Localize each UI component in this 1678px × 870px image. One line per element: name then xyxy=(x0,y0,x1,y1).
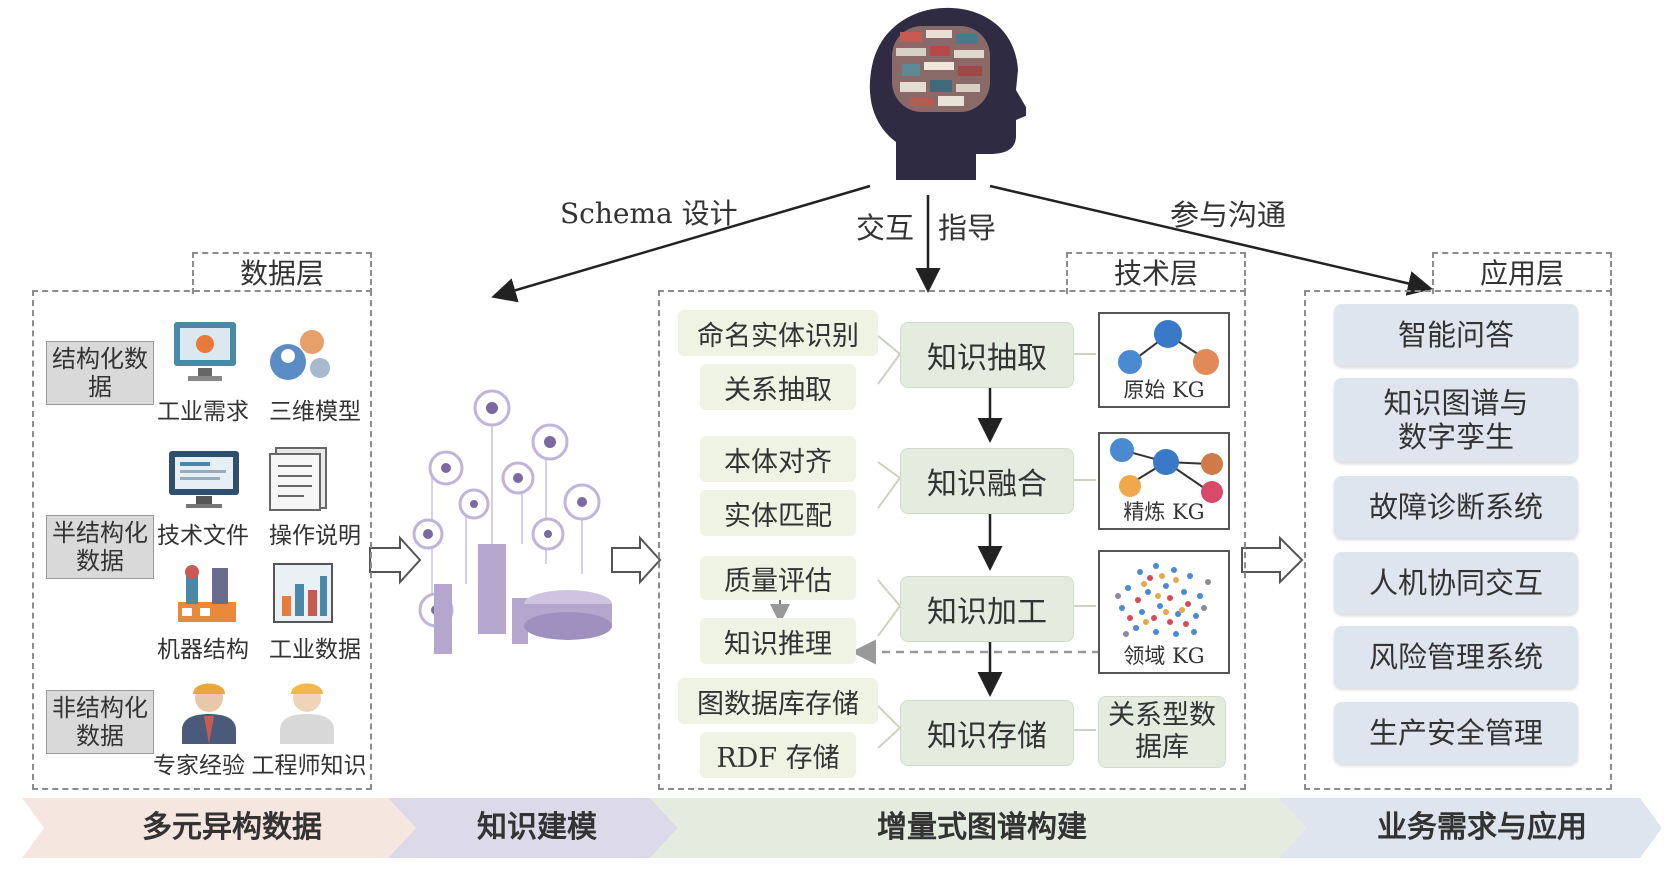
app-item-diagnosis: 故障诊断系统 xyxy=(1334,476,1578,538)
data-item-1: 三维模型 xyxy=(269,399,361,425)
participate-arrow xyxy=(989,184,1433,296)
raw-kg-label: 原始 KG xyxy=(1123,378,1205,402)
semi-structured-label: 半结构化数据 xyxy=(46,515,154,579)
data-item-0: 工业需求 xyxy=(157,399,249,425)
bottom-seg-bg-0 xyxy=(22,798,416,858)
data-item-4: 机器结构 xyxy=(157,637,249,663)
flow-arrow-1 xyxy=(369,535,422,585)
domain-kg-box: 领域 KG xyxy=(1098,550,1230,674)
tech-layer-tab: 技术层 xyxy=(1066,252,1246,294)
unstructured-label: 非结构化数据 xyxy=(46,690,154,754)
bottom-seg-0: 多元异构数据 xyxy=(142,810,322,845)
data-item-5: 工业数据 xyxy=(269,637,361,663)
data-item-2: 技术文件 xyxy=(157,523,249,549)
app-layer-panel xyxy=(1304,290,1612,790)
tech-input-graph-db: 图数据库存储 xyxy=(678,678,878,724)
participate-label: 参与沟通 xyxy=(1170,198,1287,232)
step-storage: 知识存储 xyxy=(900,700,1074,766)
data-item-7: 工程师知识 xyxy=(251,753,367,779)
bottom-process-bar xyxy=(22,798,1662,858)
app-layer-tab: 应用层 xyxy=(1432,252,1612,294)
tech-input-rdf: RDF 存储 xyxy=(700,732,856,778)
knowledge-modeling-graphic xyxy=(412,389,612,654)
tech-input-relation: 关系抽取 xyxy=(700,364,856,410)
tech-input-quality: 质量评估 xyxy=(700,556,856,600)
app-item-hci: 人机协同交互 xyxy=(1334,552,1578,614)
interact-label: 交互 xyxy=(856,211,915,245)
tech-input-ontology: 本体对齐 xyxy=(700,436,856,482)
step-extraction: 知识抽取 xyxy=(900,322,1074,388)
monitor-icon xyxy=(174,322,236,381)
flow-arrow-3 xyxy=(1241,535,1304,585)
flow-arrow-2 xyxy=(611,535,662,585)
app-item-kg-twin: 知识图谱与数字孪生 xyxy=(1334,378,1578,462)
human-head-icon xyxy=(869,7,1026,180)
tech-input-reasoning: 知识推理 xyxy=(700,618,856,664)
bottom-seg-bg-3 xyxy=(1278,798,1662,858)
machine-icon xyxy=(178,565,236,622)
app-item-safety: 生产安全管理 xyxy=(1334,702,1578,764)
app-item-qa: 智能问答 xyxy=(1334,304,1578,366)
manual-icon xyxy=(269,447,327,511)
data-layer-tab: 数据层 xyxy=(192,252,372,294)
bottom-seg-2: 增量式图谱构建 xyxy=(877,810,1087,845)
data-item-3: 操作说明 xyxy=(269,523,361,549)
tech-input-ner: 命名实体识别 xyxy=(678,310,878,356)
tech-input-entity-match: 实体匹配 xyxy=(700,490,856,536)
document-screen-icon xyxy=(169,451,239,508)
bottom-bar-labels: 多元异构数据 知识建模 增量式图谱构建 业务需求与应用 xyxy=(22,798,1662,858)
engineer-icon xyxy=(280,683,334,744)
structured-label: 结构化数据 xyxy=(46,341,154,405)
expert-icon xyxy=(182,683,236,744)
raw-kg-graph-icon xyxy=(1118,320,1219,375)
tech-layer-panel xyxy=(658,290,1246,790)
schema-arrow xyxy=(491,184,871,303)
data-layer-panel xyxy=(32,290,372,790)
schema-design-label: Schema 设计 xyxy=(560,197,738,230)
industrial-data-icon xyxy=(273,563,333,623)
bottom-seg-bg-2 xyxy=(650,798,1306,858)
refined-kg-graph-icon xyxy=(1110,438,1223,503)
refined-kg-box: 精炼 KG xyxy=(1098,432,1230,530)
domain-kg-graph-icon xyxy=(1115,563,1211,637)
guide-label: 指导 xyxy=(938,211,997,245)
step-processing: 知识加工 xyxy=(900,576,1074,642)
app-item-risk: 风险管理系统 xyxy=(1334,626,1578,688)
bottom-seg-bg-1 xyxy=(388,798,678,858)
domain-kg-label: 领域 KG xyxy=(1123,644,1205,668)
step-fusion: 知识融合 xyxy=(900,448,1074,514)
bottom-seg-1: 知识建模 xyxy=(477,810,597,845)
bottom-seg-3: 业务需求与应用 xyxy=(1377,810,1587,845)
3d-model-icon xyxy=(270,330,330,380)
relational-db-box: 关系型数据库 xyxy=(1098,696,1226,768)
raw-kg-box: 原始 KG xyxy=(1098,312,1230,408)
data-item-6: 专家经验 xyxy=(153,753,245,779)
refined-kg-label: 精炼 KG xyxy=(1123,500,1205,524)
